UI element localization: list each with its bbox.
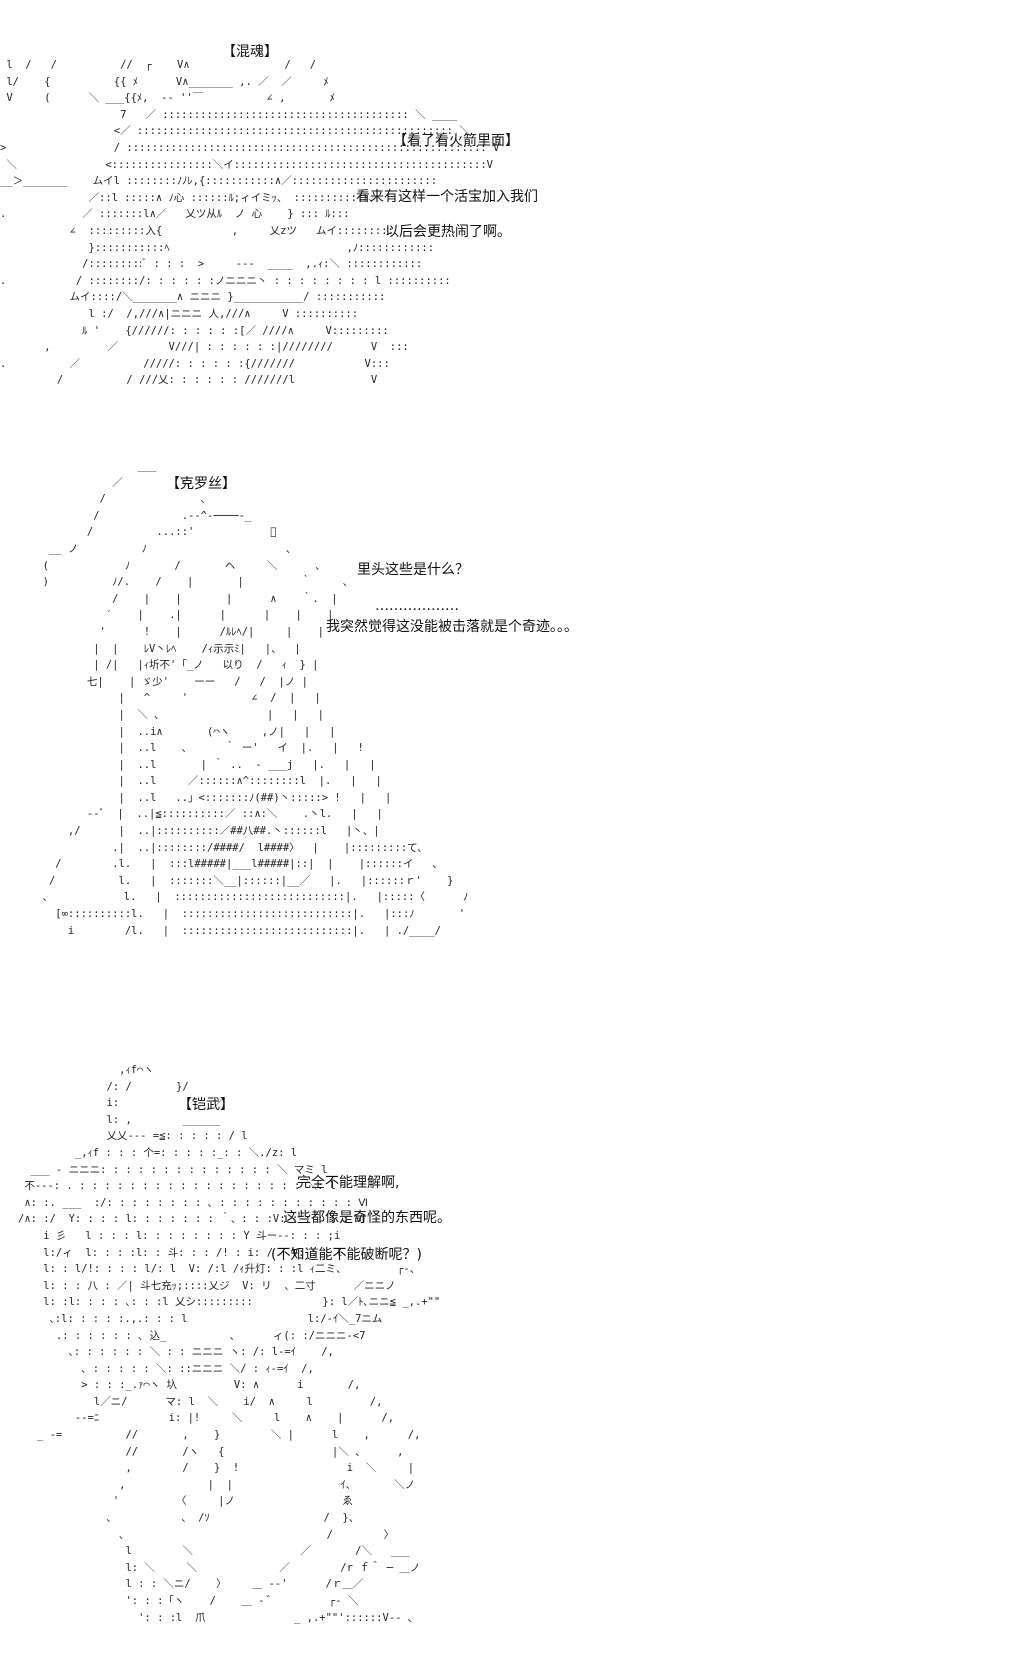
dialogue-line: 里头这些是什么？: [357, 562, 469, 578]
narration-label: 【看了看火箭里面】: [393, 133, 519, 149]
speaker-label-gaim: 【铠武】: [178, 1097, 234, 1113]
dialogue-line: 完全不能理解啊,: [297, 1175, 400, 1191]
panel-konpaku: l / / // ┌ V∧ / / l/ { {{ ﾒ V∧_______ ,.…: [0, 30, 1024, 450]
dialogue-line: 以后会更热闹了啊。: [385, 224, 511, 240]
panel-gaim: ,ｨf⌒ヽ /: / }/ i: ／ l: , ______ 乂乂‐‐‐ =≦:…: [0, 1060, 1024, 1670]
dialogue-line: 看来有这样一个活宝加入我们: [356, 189, 538, 205]
ascii-art-konpaku: l / / // ┌ V∧ / / l/ { {{ ﾒ V∧_______ ,.…: [0, 59, 500, 387]
ascii-art-gaim: ,ｨf⌒ヽ /: / }/ i: ／ l: , ______ 乂乂‐‐‐ =≦:…: [18, 1064, 441, 1624]
speaker-label-konpaku: 【混魂】: [222, 44, 278, 60]
dialogue-line: 我突然觉得这没能被击落就是个奇迹。。。: [326, 619, 578, 635]
ascii-art-cross: ___ ／ ＼ / ､ / .-‐^‐────-_ / ...::' ﾞ __ …: [42, 460, 469, 937]
dialogue-line: (不知道能不能破断呢？): [271, 1247, 422, 1263]
speaker-label-cross: 【克罗丝】: [166, 476, 236, 492]
panel-cross: ___ ／ ＼ / ､ / .-‐^‐────-_ / ...::' ﾞ __ …: [0, 450, 1024, 1010]
dialogue-line: 这些都像是奇怪的东西呢。: [283, 1210, 451, 1226]
dialogue-line: ………………: [375, 598, 459, 614]
